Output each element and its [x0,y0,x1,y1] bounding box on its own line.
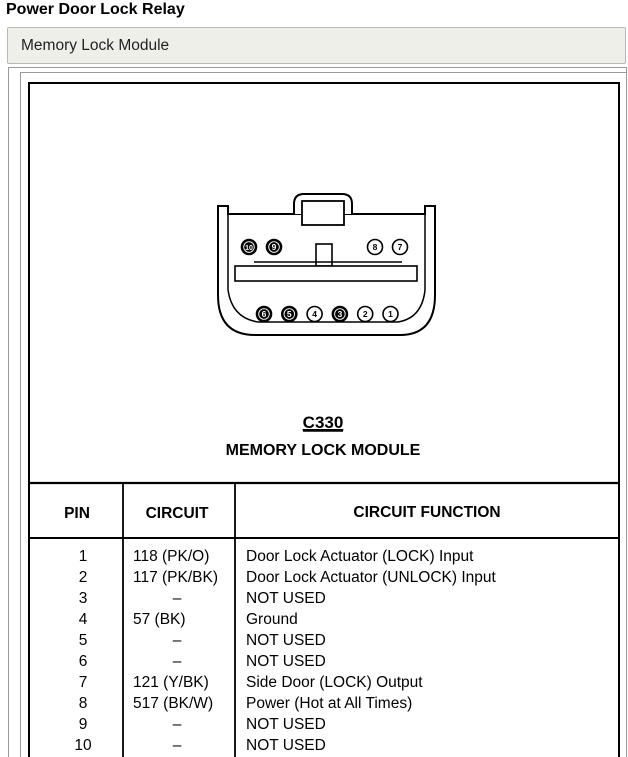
circuit-cell: – [173,632,182,649]
table-row: 1 118 (PK/O) Door Lock Actuator (LOCK) Inp… [79,548,474,565]
connector-id: C330 [303,413,344,432]
pin-number: 8 [373,242,378,252]
pin-number: 7 [398,242,403,252]
table-rows: 1 118 (PK/O) Door Lock Actuator (LOCK) Inp… [74,548,496,754]
table-header-function: CIRCUIT FUNCTION [353,504,500,521]
table-row: 5 – NOT USED [79,632,326,649]
table-row: 3 – NOT USED [79,590,326,607]
connector-pin: 10 [240,238,258,256]
section-header: Memory Lock Module [7,27,626,64]
pin-number: 5 [287,309,292,319]
connector-pin: 6 [255,305,273,323]
connector-pin: 2 [356,305,374,323]
table-row: 10 – NOT USED [74,737,325,754]
circuit-cell: – [173,590,182,607]
pin-cell: 3 [79,590,88,607]
function-cell: Power (Hot at All Times) [246,695,412,712]
pin-cell: 9 [79,716,88,733]
function-cell: NOT USED [246,716,326,733]
circuit-cell: – [173,716,182,733]
table-header-pin: PIN [64,505,90,522]
section-header-label: Memory Lock Module [21,37,170,54]
pin-number: 6 [262,309,267,319]
circuit-cell: 121 (Y/BK) [133,674,209,691]
connector-pin: 4 [306,305,323,323]
pin-cell: 2 [79,569,88,586]
connector-pin: 7 [391,238,409,256]
pin-number: 2 [363,309,368,319]
page-title: Power Door Lock Relay [6,1,185,18]
pin-number: 3 [338,309,343,319]
function-cell: NOT USED [246,653,326,670]
function-cell: Door Lock Actuator (UNLOCK) Input [246,569,497,586]
document-border [28,82,620,757]
pin-number: 10 [245,245,253,252]
pin-cell: 1 [79,548,88,565]
table-row: 2 117 (PK/BK) Door Lock Actuator (UNLOCK) … [79,569,497,586]
function-cell: Ground [246,611,298,628]
key-bar [234,265,418,282]
locking-tab-window [301,200,345,226]
pin-cell: 4 [79,611,88,628]
pin-number: 9 [272,242,277,252]
connector-pin: 5 [280,305,298,323]
connector-pin: 3 [331,305,349,323]
function-cell: NOT USED [246,632,326,649]
connector-pin: 1 [382,305,399,323]
function-cell: Door Lock Actuator (LOCK) Input [246,548,474,565]
table-row: 9 – NOT USED [79,716,326,733]
table-row: 7 121 (Y/BK) Side Door (LOCK) Output [79,674,424,691]
function-cell: NOT USED [246,590,326,607]
pin-cell: 7 [79,674,88,691]
circuit-cell: 117 (PK/BK) [133,569,218,586]
figure-frame [8,67,627,757]
pin-cell: 8 [79,695,88,712]
function-cell: Side Door (LOCK) Output [246,674,423,691]
connector-inner-bottom [227,289,426,323]
table-row: 4 57 (BK) Ground [79,611,298,628]
connector-pin: 9 [265,238,283,256]
connector-pin: 8 [366,238,384,256]
connector-outline [217,205,436,336]
circuit-cell: 517 (BK/W) [133,695,213,712]
pin-cell: 6 [79,653,88,670]
pin-cell: 5 [79,632,88,649]
circuit-cell: 118 (PK/O) [133,548,209,565]
function-cell: NOT USED [246,737,326,754]
pin-number: 1 [388,309,393,319]
circuit-cell: 57 (BK) [133,611,186,628]
figure-inner-frame [20,72,626,757]
table-row: 6 – NOT USED [79,653,326,670]
pin-number: 4 [312,309,317,319]
table-row: 8 517 (BK/W) Power (Hot at All Times) [79,695,413,712]
circuit-cell: – [173,653,182,670]
connector-name: MEMORY LOCK MODULE [226,442,421,459]
pin-cell: 10 [74,737,92,754]
connector-pins: 10 9 8 7 6 5 4 3 2 1 [240,238,409,323]
circuit-cell: – [173,737,182,754]
table-header-circuit: CIRCUIT [146,505,209,522]
